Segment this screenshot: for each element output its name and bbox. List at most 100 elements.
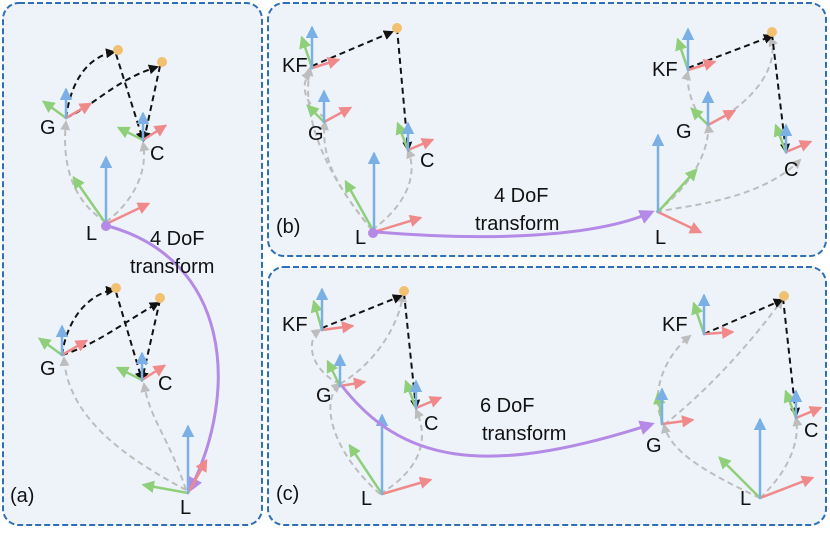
frame-l-c-left-x-axis (380, 476, 433, 496)
frame-label-l: L (655, 227, 666, 249)
landmark-point (767, 27, 777, 37)
gray-link-l-g (59, 356, 187, 491)
transform-caption-line2: transform (475, 213, 559, 235)
frame-l-c-left-y-axis (348, 443, 384, 496)
gray-link-l-g (329, 382, 381, 495)
gray-link-g-landmark (707, 36, 778, 126)
frame-l-b-left-x-axis (372, 214, 423, 234)
gray-link-l-g (661, 423, 761, 499)
frame-c-c-left-x-axis (414, 396, 443, 410)
gray-link-l-c (140, 382, 187, 491)
frame-kf-c-left-x-axis (320, 321, 355, 334)
transform-caption-line1: 6 DoF (480, 395, 534, 417)
black-link-kf-landmark (321, 294, 403, 329)
transform-caption-line2: transform (130, 256, 214, 278)
landmark-point (155, 293, 165, 303)
frame-c-b-left-x-axis (406, 138, 435, 152)
landmark-point (399, 286, 409, 296)
frame-kf-b-left-y-axis (299, 35, 314, 70)
frame-c-c-left-y-axis (403, 379, 418, 410)
frame-c-c-right-x-axis (794, 406, 823, 420)
gray-link-l-g (60, 120, 107, 223)
frame-g-top-y-axis (41, 100, 68, 120)
frame-c-b-left-y-axis (395, 121, 410, 152)
black-link-g-landmark2 (61, 301, 160, 356)
gray-link-g-landmark (663, 298, 784, 426)
frame-kf-b-right-y-axis (675, 37, 690, 72)
frame-label-l: L (361, 488, 372, 510)
frame-g-c-left-x-axis (338, 377, 367, 390)
landmark-point (779, 291, 789, 301)
frame-g-c-right-x-axis (660, 415, 695, 428)
frame-l-bottom-y-axis (141, 480, 190, 495)
frame-l-b-right-y-axis (656, 168, 698, 214)
frame-g-bottom-x-axis (60, 339, 89, 357)
transform-caption-line1: 4 DoF (150, 228, 204, 250)
frame-label-c: C (424, 413, 438, 435)
frame-label-kf: KF (282, 55, 308, 77)
frame-l-bottom-x-axis (186, 458, 208, 495)
black-link-kf-landmark (687, 34, 774, 69)
panel-a-label: (a) (10, 485, 34, 507)
black-link-g-landmark1 (61, 285, 116, 356)
panel-b-label: (b) (276, 216, 300, 238)
frame-label-g: G (40, 117, 56, 139)
frame-label-l: L (355, 227, 366, 249)
frame-kf-c-right-x-axis (702, 326, 735, 339)
origin-point (101, 221, 111, 231)
frame-l-c-right-x-axis (758, 475, 815, 500)
frame-c-b-right-x-axis (784, 140, 813, 154)
landmark-point (113, 45, 123, 55)
frame-label-g: G (308, 123, 324, 145)
frame-label-l: L (180, 497, 191, 519)
gray-link-l-c (379, 408, 424, 495)
frame-g-b-left-x-axis (322, 106, 353, 124)
frame-label-kf: KF (662, 314, 688, 336)
frame-c-b-right-y-axis (773, 123, 788, 154)
frame-g-c-left-y-axis (326, 359, 342, 388)
frame-l-top-y-axis (72, 175, 108, 226)
transform-caption-line2: transform (482, 423, 566, 445)
frame-label-l: L (740, 488, 751, 510)
frame-label-g: G (316, 385, 332, 407)
frame-label-c: C (158, 373, 172, 395)
frame-g-b-right-x-axis (706, 109, 737, 127)
frame-c-top-x-axis (141, 124, 168, 142)
gray-link-g-kf (310, 328, 341, 385)
transform-arrow-6dof (340, 385, 655, 458)
origin-point (368, 228, 378, 238)
gray-link-l-c (371, 148, 416, 231)
frame-l-b-right-x-axis (656, 210, 703, 234)
frame-c-c-right-y-axis (783, 389, 798, 420)
black-link-landmark1-c (115, 53, 146, 142)
landmark-point (392, 23, 402, 33)
frame-l-b-left-y-axis (344, 179, 376, 234)
panel-c-label: (c) (276, 483, 299, 505)
transform-arrow-4dof (107, 224, 220, 493)
frame-label-c: C (150, 143, 164, 165)
frame-label-kf: KF (652, 59, 678, 81)
frame-kf-b-left-x-axis (310, 56, 341, 70)
frame-label-g: G (40, 358, 56, 380)
frame-label-kf: KF (282, 314, 308, 336)
gray-link-g-kf (301, 70, 326, 119)
frame-l-top-x-axis (104, 202, 151, 226)
gray-link-l-c (105, 141, 150, 223)
panel-c (267, 266, 827, 526)
diagram-content (37, 23, 823, 500)
landmark-point (157, 57, 167, 67)
frame-c-top-y-axis (116, 126, 145, 142)
black-link-landmark2-c (140, 65, 161, 142)
black-link-g-landmark1 (65, 48, 116, 119)
frame-g-b-right-y-axis (690, 107, 710, 127)
frame-l-c-right-y-axis (718, 456, 762, 500)
black-link-kf-landmark (703, 298, 784, 335)
frame-g-b-left-y-axis (306, 104, 326, 124)
black-link-landmark1-c (115, 291, 145, 382)
frame-label-g: G (676, 121, 692, 143)
gray-link-l-c (655, 158, 802, 213)
frame-label-c: C (784, 159, 798, 181)
frame-g-bottom-y-axis (37, 337, 64, 357)
